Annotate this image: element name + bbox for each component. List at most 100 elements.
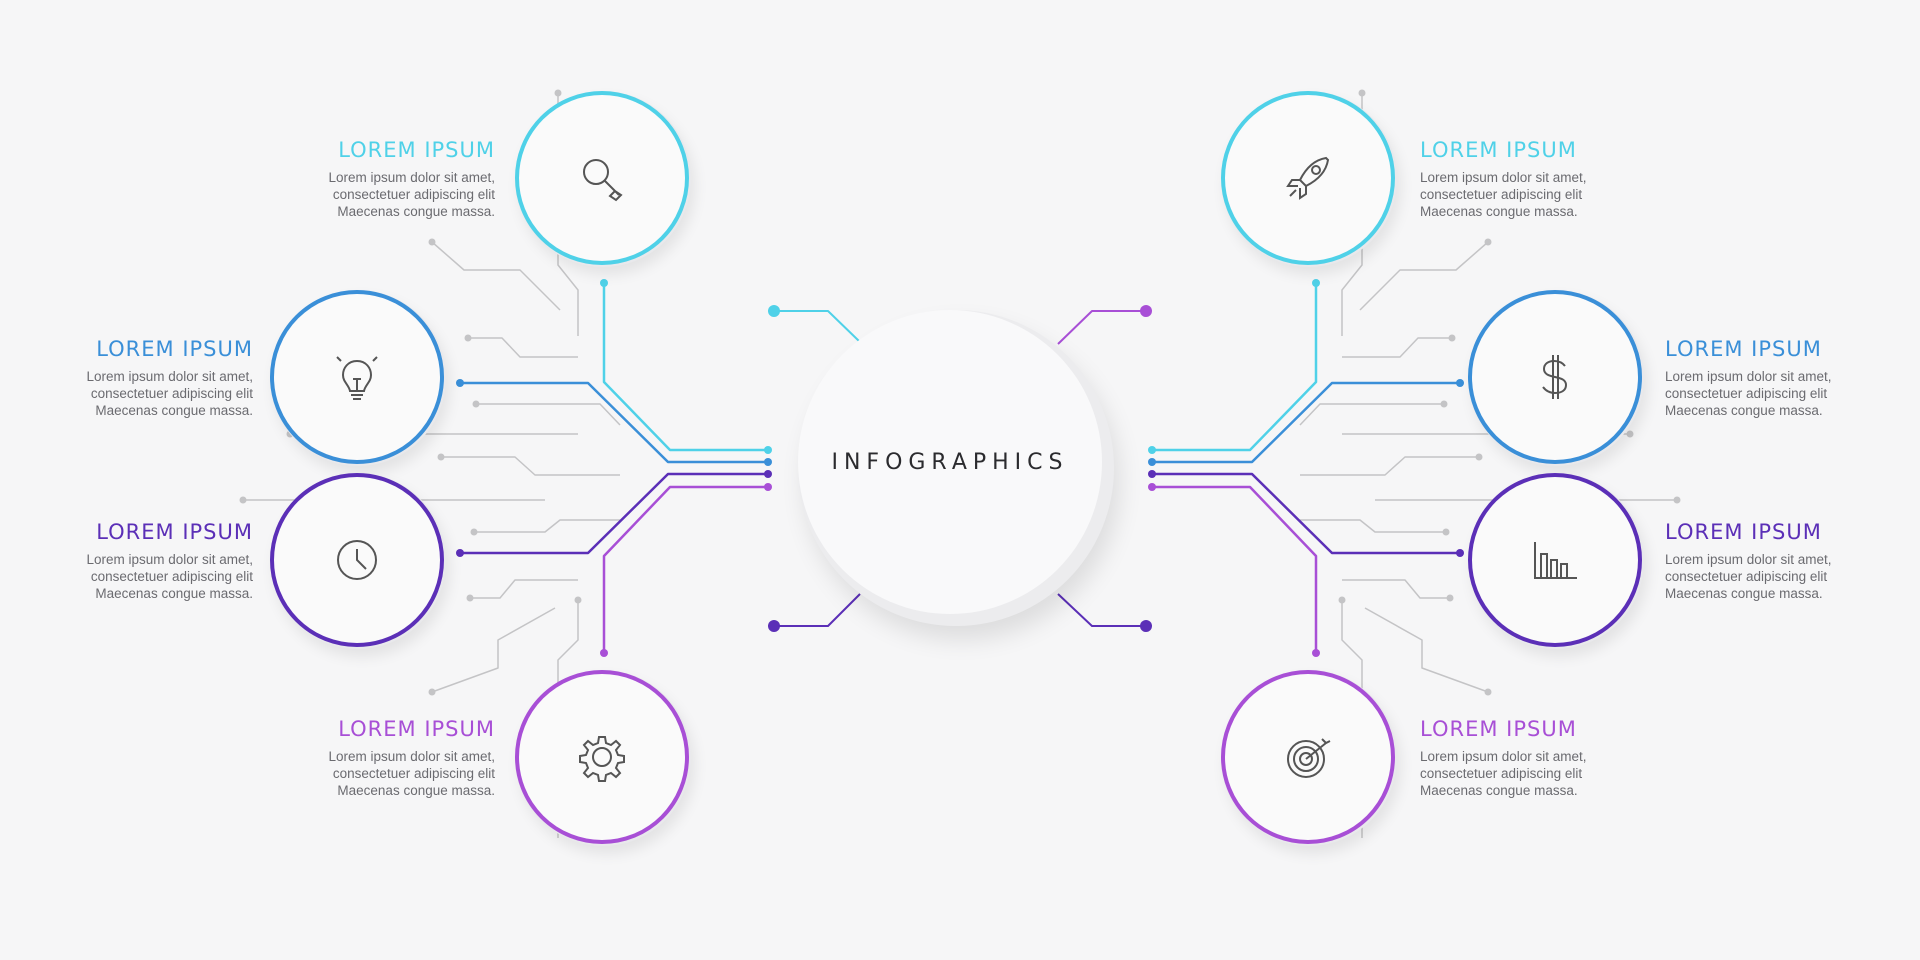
node-ring <box>515 670 689 844</box>
node-time <box>270 473 446 649</box>
trace-end <box>456 549 464 557</box>
label-settings: LOREM IPSUM Lorem ipsum dolor sit amet, … <box>205 716 495 799</box>
trace-end <box>600 279 608 287</box>
trace-violet-left <box>602 485 768 653</box>
accent-dot <box>768 620 780 632</box>
item-title: LOREM IPSUM <box>96 520 253 544</box>
trace-gray-end <box>472 400 480 408</box>
item-description: Lorem ipsum dolor sit amet, consectetuer… <box>86 552 253 601</box>
trace-gray-end <box>1448 334 1456 342</box>
gear-icon <box>579 736 625 782</box>
trace-gray-end <box>1440 400 1448 408</box>
trace-gray-end <box>1484 688 1492 696</box>
node-search <box>515 91 691 267</box>
trace-indigo-right <box>1152 472 1460 555</box>
item-title: LOREM IPSUM <box>1665 520 1822 544</box>
trace-end <box>1148 446 1156 454</box>
trace-gray-end <box>1446 594 1454 602</box>
trace-gray-end <box>428 238 436 246</box>
trace-gray-end <box>470 528 478 536</box>
trace-end <box>1456 379 1464 387</box>
trace-gray-end <box>1338 596 1346 604</box>
accent-dot <box>768 305 780 317</box>
search-icon <box>583 159 623 202</box>
trace-gray-right <box>1342 337 1452 358</box>
item-title: LOREM IPSUM <box>338 138 495 162</box>
trace-gray-end <box>554 89 562 97</box>
dollar-icon <box>1542 355 1568 399</box>
node-money <box>1468 290 1644 466</box>
trace-gray-left <box>474 519 620 533</box>
node-settings <box>515 670 691 846</box>
clock-icon <box>337 540 377 580</box>
center-disc: INFOGRAPHICS <box>798 310 1102 614</box>
node-ring <box>270 473 444 647</box>
trace-end <box>1148 458 1156 466</box>
trace-end <box>1456 549 1464 557</box>
trace-end <box>764 483 772 491</box>
trace-end <box>600 649 608 657</box>
trace-gray-left <box>441 456 620 476</box>
trace-gray-right <box>1300 519 1446 533</box>
node-ring <box>1468 290 1642 464</box>
trace-blue-left <box>460 381 768 464</box>
trace-gray-right <box>1300 456 1479 476</box>
node-ring <box>1221 91 1395 265</box>
trace-indigo-left <box>460 472 768 555</box>
node-launch <box>1221 91 1397 267</box>
node-ring <box>515 91 689 265</box>
item-description: Lorem ipsum dolor sit amet, consectetuer… <box>1665 369 1832 418</box>
trace-gray-end <box>1626 430 1634 438</box>
item-description: Lorem ipsum dolor sit amet, consectetuer… <box>1420 170 1587 219</box>
rocket-icon <box>1286 156 1330 200</box>
trace-end <box>764 458 772 466</box>
item-title: LOREM IPSUM <box>1420 717 1577 741</box>
trace-gray-left <box>476 403 621 426</box>
trace-gray-end <box>466 594 474 602</box>
trace-cyan-left <box>602 283 768 452</box>
trace-end <box>1148 470 1156 478</box>
accent-violet <box>1057 310 1146 345</box>
label-idea: LOREM IPSUM Lorem ipsum dolor sit amet, … <box>0 336 253 419</box>
trace-end <box>764 470 772 478</box>
trace-gray-left <box>431 241 561 311</box>
trace-gray-end <box>1442 528 1450 536</box>
item-description: Lorem ipsum dolor sit amet, consectetuer… <box>328 749 495 798</box>
label-time: LOREM IPSUM Lorem ipsum dolor sit amet, … <box>0 519 253 602</box>
trace-gray-end <box>1484 238 1492 246</box>
trace-blue-right <box>1152 381 1460 464</box>
label-launch: LOREM IPSUM Lorem ipsum dolor sit amet, … <box>1420 137 1710 220</box>
item-description: Lorem ipsum dolor sit amet, consectetuer… <box>328 170 495 219</box>
center-title: INFOGRAPHICS <box>831 449 1069 475</box>
trace-end <box>1312 649 1320 657</box>
label-stats: LOREM IPSUM Lorem ipsum dolor sit amet, … <box>1665 519 1920 602</box>
item-description: Lorem ipsum dolor sit amet, consectetuer… <box>1420 749 1587 798</box>
node-ring <box>1221 670 1395 844</box>
item-title: LOREM IPSUM <box>96 337 253 361</box>
trace-gray-end <box>464 334 472 342</box>
item-title: LOREM IPSUM <box>338 717 495 741</box>
accent-cyan <box>774 310 861 343</box>
trace-end <box>1312 279 1320 287</box>
trace-gray-end <box>1475 453 1483 461</box>
trace-gray-left <box>470 579 578 599</box>
trace-gray-end <box>428 688 436 696</box>
trace-gray-end <box>239 496 247 504</box>
lightbulb-icon <box>336 356 378 400</box>
item-title: LOREM IPSUM <box>1665 337 1822 361</box>
trace-end <box>456 379 464 387</box>
bar-chart-icon <box>1534 542 1577 579</box>
accent-dot <box>1140 305 1152 317</box>
label-money: LOREM IPSUM Lorem ipsum dolor sit amet, … <box>1665 336 1920 419</box>
trace-gray-end <box>1673 496 1681 504</box>
accent-dot <box>1140 620 1152 632</box>
node-ring <box>1468 473 1642 647</box>
center-hub: INFOGRAPHICS <box>798 310 1114 626</box>
trace-gray-left <box>468 337 578 358</box>
target-icon <box>1287 738 1331 778</box>
item-description: Lorem ipsum dolor sit amet, consectetuer… <box>1665 552 1832 601</box>
trace-gray-end <box>1358 89 1366 97</box>
trace-end <box>764 446 772 454</box>
node-idea <box>270 290 446 466</box>
